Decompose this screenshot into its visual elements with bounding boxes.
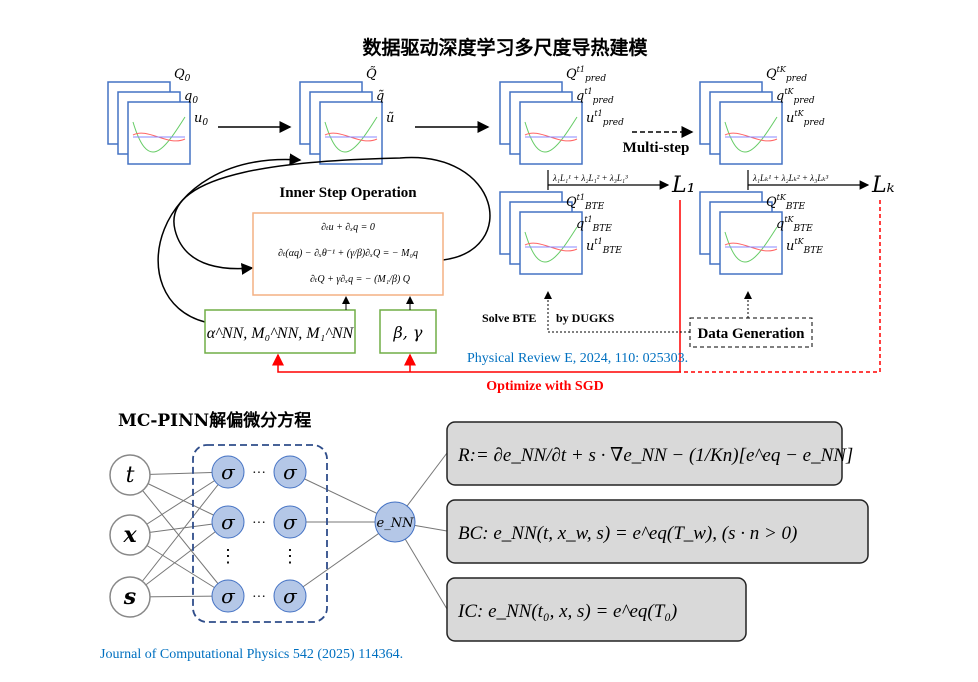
bc-box [446, 499, 869, 564]
curve-u [524, 226, 578, 263]
equation-3: ∂ₜQ + γ∂ₓq = − (M₁/β) Q [310, 274, 411, 285]
data-generation-label: Data Generation [697, 326, 805, 342]
stack-label: ut1pred [586, 109, 624, 128]
equation-2: ∂ₜ(αq) − ∂ₓθ⁻¹ + (γ/β)∂ₓQ = − M₀q [278, 248, 418, 259]
stack-label: ut1BTE [586, 237, 622, 256]
stack-label: Q0 [174, 67, 191, 84]
equation-1: ∂ₜu + ∂ₓq = 0 [321, 222, 375, 233]
ic-box [446, 577, 747, 642]
section2-title: MC-PINN解偏微分方程 [118, 410, 311, 431]
hidden-node [273, 579, 307, 613]
hidden-label: σ [283, 584, 298, 608]
input-label: x [122, 522, 137, 548]
bc-eq: BC: e_NN(t, x_w, s) = e^eq(T_w), (s · n … [458, 523, 797, 544]
solve-bte-label: Solve BTE [482, 311, 536, 325]
main-title: 数据驱动深度学习多尺度导热建模 [362, 36, 648, 59]
citation-jcp[interactable]: Journal of Computational Physics 542 (20… [100, 647, 403, 662]
input-node [109, 454, 151, 496]
hidden-node [273, 505, 307, 539]
hidden-node [211, 455, 245, 489]
phys-params-label: β, γ [393, 323, 423, 342]
stack-label: Qt1BTE [566, 193, 605, 212]
lossk-label: Lₖ [871, 173, 895, 198]
plot-stack: Q̃ q̃ũ [299, 66, 394, 165]
hidden-label: σ [221, 584, 236, 608]
vertical-ellipsis: ⋮ [219, 546, 237, 566]
stack-label: utKpred [786, 109, 825, 128]
plot-stack: Qt1BTE qt1BTE ut1BTE [499, 191, 622, 275]
ellipsis: ··· [252, 590, 266, 605]
curve-u [324, 116, 378, 153]
input-label: s [123, 584, 136, 610]
multi-step-label: Multi-step [623, 140, 690, 156]
curve-u [524, 116, 578, 153]
loss1-label: L₁ [671, 173, 695, 198]
hidden-label: σ [283, 460, 298, 484]
plot-stack: QtKBTE qtKBTE utKBTE [699, 191, 823, 275]
ellipsis: ··· [252, 466, 266, 481]
edge [289, 521, 396, 597]
hidden-node [211, 505, 245, 539]
stack-label: u0 [194, 111, 208, 128]
input-node [109, 576, 151, 618]
lossk-expr: λ₁Lₖ¹ + λ₂Lₖ² + λ₃Lₖ³ [752, 173, 828, 183]
stack-label: qtKpred [776, 87, 815, 106]
stack-label: qtKBTE [776, 215, 813, 234]
stack-label: Q̃ [366, 66, 377, 82]
input-node [109, 514, 151, 556]
curve-u [724, 226, 778, 263]
edge [129, 474, 229, 597]
loop-arrow-to-tilde [157, 153, 302, 323]
phys-params-box [379, 309, 437, 354]
edge [129, 471, 229, 598]
vertical-ellipsis: ⋮ [281, 546, 299, 566]
hidden-label: σ [221, 460, 236, 484]
stack-label: Qt1pred [566, 65, 606, 84]
input-label: t [126, 463, 135, 488]
plot-stack: Qt1pred qt1pred ut1pred [499, 65, 624, 165]
dotted-gen-1 [544, 291, 690, 333]
stack-label: qt1BTE [576, 215, 612, 234]
hidden-layer-box [192, 444, 328, 623]
output-node [374, 501, 416, 543]
nn-params-box [204, 309, 356, 354]
stack-label: qt1pred [576, 87, 614, 106]
ellipsis: ··· [252, 516, 266, 531]
residual-eq: R:= ∂e_NN/∂t + s · ∇e_NN − (1/Kn)[e^eq −… [457, 445, 853, 466]
data-generation-box [689, 317, 813, 348]
sgd-line-k [680, 200, 881, 373]
curve-u [724, 116, 778, 153]
plot-stack: Q0 q0 u0 [107, 67, 208, 165]
stack-label: q̃ [376, 89, 384, 104]
nn-params-label: α^NN, M₀^NN, M₁^NN [207, 325, 355, 342]
inner-step-title: Inner Step Operation [279, 185, 417, 201]
stack-label: utKBTE [786, 237, 823, 256]
stack-label: QtKpred [766, 65, 807, 84]
hidden-label: σ [221, 510, 236, 534]
curve-u [132, 116, 186, 153]
plot-stack: QtKpred qtKpred utKpred [699, 65, 825, 165]
output-label: e_NN [377, 516, 415, 531]
optimize-label: Optimize with SGD [486, 379, 603, 394]
equation-box [252, 212, 444, 296]
hidden-label: σ [283, 510, 298, 534]
stack-label: ũ [386, 111, 394, 126]
stack-label: QtKBTE [766, 193, 805, 212]
by-dugks-label: by DUGKS [556, 311, 615, 325]
citation-pre[interactable]: Physical Review E, 2024, 110: 025303. [467, 351, 688, 366]
residual-box [446, 421, 843, 486]
hidden-node [211, 579, 245, 613]
sgd-line-1 [272, 200, 681, 373]
loss1-expr: λ₁L₁¹ + λ₂L₁² + λ₃L₁³ [552, 173, 628, 183]
stack-label: q0 [184, 89, 198, 106]
ic-eq: IC: e_NN(t₀, x, s) = e^eq(T₀) [457, 601, 677, 622]
hidden-node [273, 455, 307, 489]
